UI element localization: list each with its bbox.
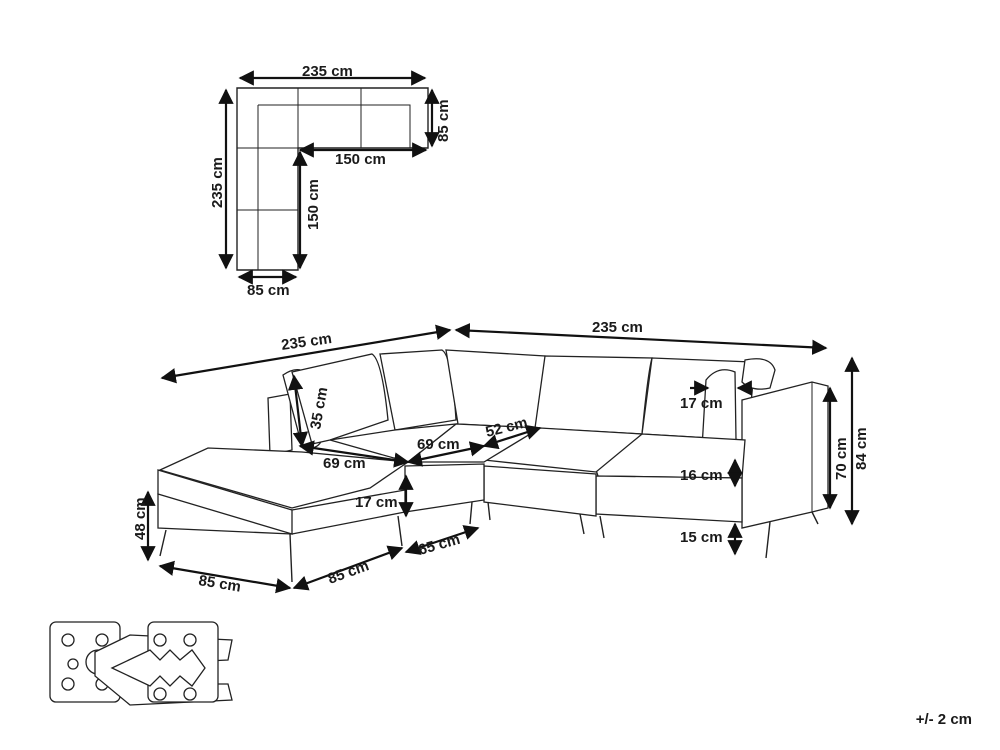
- connector-clip-detail: [49, 621, 233, 706]
- top-view-plan: [218, 70, 440, 285]
- iso-dimension-arrows: [140, 322, 860, 594]
- label-seat-thickness: 17 cm: [355, 494, 398, 511]
- label-top-depth-right: 85 cm: [435, 99, 452, 142]
- label-arm-height: 70 cm: [833, 437, 850, 480]
- label-leg-height: 15 cm: [680, 529, 723, 546]
- label-cushion-depth: 17 cm: [680, 395, 723, 412]
- label-ottoman-width: 85 cm: [197, 572, 242, 595]
- label-top-inner-vertical: 150 cm: [305, 179, 322, 230]
- label-top-inner-horizontal: 150 cm: [335, 151, 386, 168]
- label-iso-right-length: 235 cm: [592, 319, 643, 336]
- label-iso-left-length: 235 cm: [280, 330, 333, 354]
- label-seat-mid: 69 cm: [417, 436, 460, 453]
- label-top-height-left: 235 cm: [209, 157, 226, 208]
- label-seat-left: 69 cm: [323, 455, 366, 472]
- label-ottoman-height: 48 cm: [132, 497, 149, 540]
- label-total-height: 84 cm: [853, 427, 870, 470]
- label-top-width: 235 cm: [302, 63, 353, 80]
- isometric-sofa: [157, 349, 829, 583]
- label-top-bottom-width: 85 cm: [247, 282, 290, 299]
- label-module-depth: 65 cm: [416, 531, 462, 559]
- label-ottoman-depth: 85 cm: [326, 557, 372, 588]
- label-seat-height-right: 16 cm: [680, 467, 723, 484]
- tolerance-note: +/- 2 cm: [915, 711, 972, 728]
